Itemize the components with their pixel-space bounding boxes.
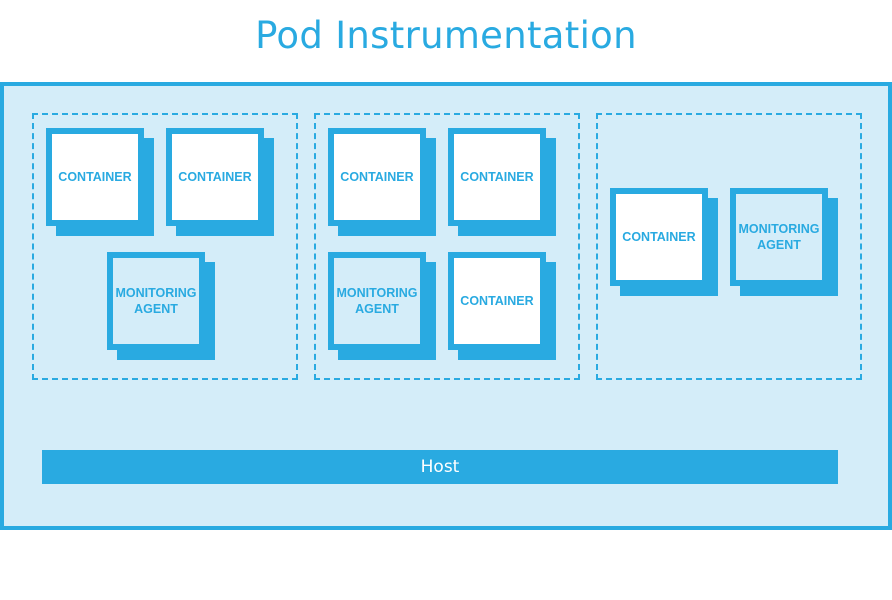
diagram-title: Pod Instrumentation (255, 14, 637, 57)
host-bar: Host (42, 450, 838, 484)
box-label: MONITORING AGENT (336, 286, 418, 316)
box-label: CONTAINER (460, 170, 534, 184)
pod-1 (32, 113, 298, 380)
box-label: CONTAINER (178, 170, 252, 184)
pod-1-container-2: CONTAINER (166, 128, 274, 236)
box-label: CONTAINER (58, 170, 132, 184)
pod-2-container-2: CONTAINER (448, 128, 556, 236)
pod-1-monitoring-agent: MONITORING AGENT (107, 252, 215, 360)
pod-2 (314, 113, 580, 380)
pod-3-monitoring-agent: MONITORING AGENT (730, 188, 838, 296)
pod-3 (596, 113, 862, 380)
box-label: CONTAINER (622, 230, 696, 244)
host-label: Host (420, 457, 460, 477)
pod-2-monitoring-agent: MONITORING AGENT (328, 252, 436, 360)
pod-2-container-1: CONTAINER (328, 128, 436, 236)
box-label: MONITORING AGENT (738, 222, 820, 252)
pod-2-container-3: CONTAINER (448, 252, 556, 360)
box-label: CONTAINER (460, 294, 534, 308)
box-label: MONITORING AGENT (115, 286, 197, 316)
pod-1-container-1: CONTAINER (46, 128, 154, 236)
pod-3-container-1: CONTAINER (610, 188, 718, 296)
box-label: CONTAINER (340, 170, 414, 184)
